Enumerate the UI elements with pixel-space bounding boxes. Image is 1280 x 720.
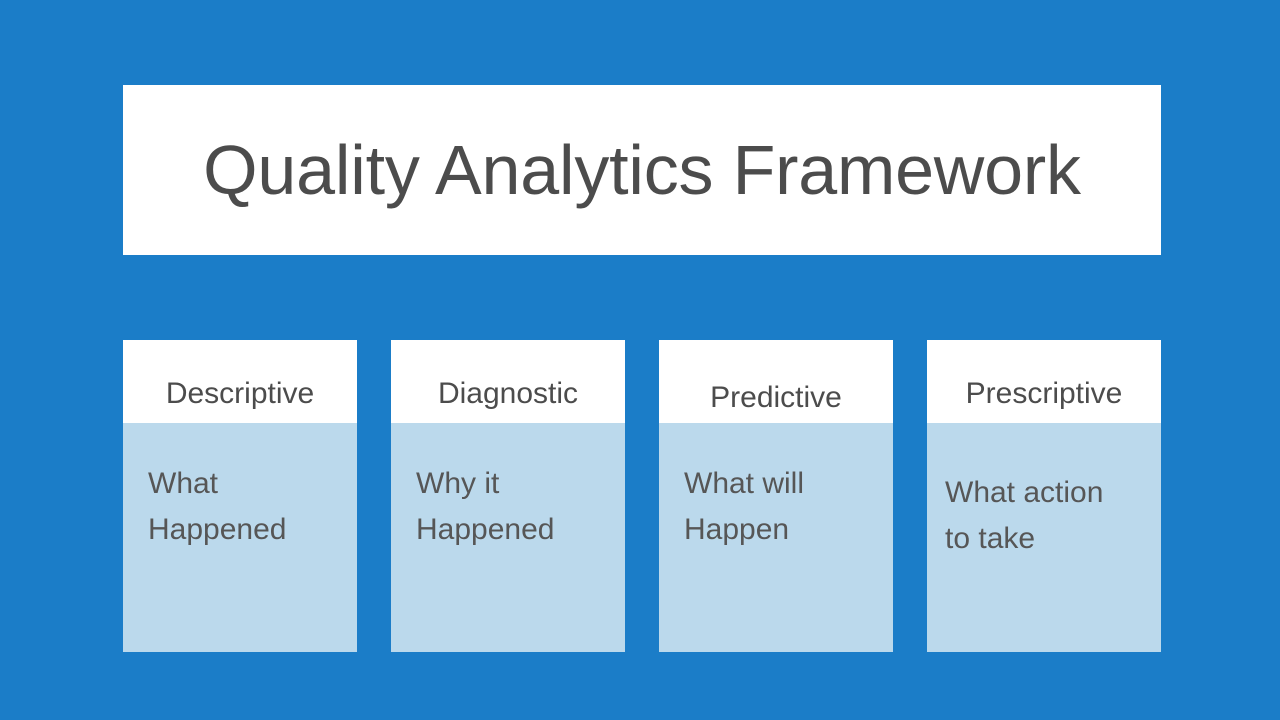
card-description-line-2: Happened [148,512,287,546]
analytics-card-descriptive[interactable]: Descriptive What Happened [123,340,357,652]
title-banner: Quality Analytics Framework [123,85,1161,255]
analytics-card-prescriptive[interactable]: Prescriptive What action to take [927,340,1161,652]
card-description-prescriptive: What action to take [945,470,1157,562]
card-description-predictive: What will Happen [684,461,885,553]
card-header-diagnostic: Diagnostic [391,340,625,423]
card-description-line-1: What [148,467,219,500]
card-header-predictive: Predictive [659,340,893,423]
analytics-card-diagnostic[interactable]: Diagnostic Why it Happened [391,340,625,652]
card-description-line-1: What will [684,467,805,500]
card-title-descriptive: Descriptive [165,376,315,410]
card-description-line-2: Happened [416,512,555,546]
card-header-prescriptive: Prescriptive [927,340,1161,423]
analytics-card-predictive[interactable]: Predictive What will Happen [659,340,893,652]
card-title-predictive: Predictive [710,380,842,414]
card-description-diagnostic: Why it Happened [416,461,617,553]
analytics-card-row: Descriptive What Happened Diagnostic Why… [123,340,1161,652]
card-description-line-1: Why it [416,467,500,500]
card-header-descriptive: Descriptive [123,340,357,423]
card-body-prescriptive: What action to take [927,423,1161,652]
card-body-diagnostic: Why it Happened [391,423,625,652]
card-title-diagnostic: Diagnostic [437,376,579,410]
card-description-descriptive: What Happened [148,461,349,553]
card-description-line-1: What action [945,476,1104,509]
card-body-predictive: What will Happen [659,423,893,652]
card-body-descriptive: What Happened [123,423,357,652]
card-title-prescriptive: Prescriptive [965,376,1123,410]
card-description-line-2: to take [945,521,1036,555]
page-title: Quality Analytics Framework [203,131,1081,209]
card-description-line-2: Happen [684,512,790,546]
